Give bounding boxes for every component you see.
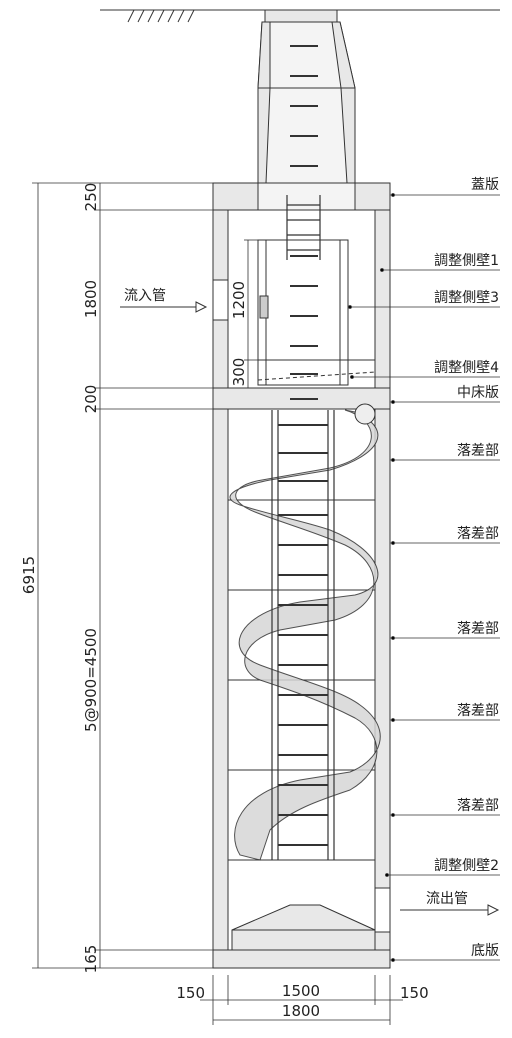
adjustment-wall-3 — [257, 239, 376, 400]
main-ladder — [271, 410, 335, 860]
label-drop-2: 落差部 — [457, 526, 499, 542]
dim-150-right: 150 — [400, 984, 429, 1002]
dim-150-left: 150 — [176, 984, 205, 1002]
label-adj-wall-1: 調整側壁1 — [434, 253, 499, 269]
dim-total: 6915 — [20, 556, 38, 594]
label-drop-4: 落差部 — [457, 703, 499, 719]
label-drop-3: 落差部 — [457, 621, 499, 637]
label-drop-1: 落差部 — [457, 443, 499, 459]
dim-250: 250 — [82, 183, 100, 212]
label-adj-wall-2: 調整側壁2 — [434, 858, 499, 874]
label-adj-wall-4: 調整側壁4 — [434, 360, 499, 376]
bottom-invert — [231, 904, 376, 951]
label-adj-wall-3: 調整側壁3 — [434, 290, 499, 306]
horizontal-dimensions — [200, 975, 403, 1025]
spiral-chute — [229, 403, 381, 861]
label-drop-5: 落差部 — [457, 798, 499, 814]
inflow-arrow — [120, 301, 208, 313]
dim-1200: 1200 — [230, 281, 248, 319]
top-ladder — [286, 195, 321, 260]
dim-165: 165 — [82, 945, 100, 974]
label-cover-slab: 蓋版 — [471, 177, 499, 193]
dim-300: 300 — [230, 358, 248, 387]
outflow-label: 流出管 — [426, 891, 468, 907]
dim-drops: 5@900=4500 — [82, 628, 100, 732]
dim-1800-width: 1800 — [282, 1002, 320, 1020]
label-mid-slab: 中床版 — [457, 385, 499, 401]
manhole-body — [212, 182, 391, 969]
riser — [257, 9, 356, 184]
vertical-dimensions — [32, 182, 258, 969]
leader-lines — [348, 193, 500, 962]
label-bottom-slab: 底版 — [471, 943, 499, 959]
dim-1500: 1500 — [282, 982, 320, 1000]
outflow-arrow — [400, 904, 500, 916]
inflow-label: 流入管 — [124, 288, 166, 304]
dim-1800: 1800 — [82, 280, 100, 318]
dim-200: 200 — [82, 385, 100, 414]
